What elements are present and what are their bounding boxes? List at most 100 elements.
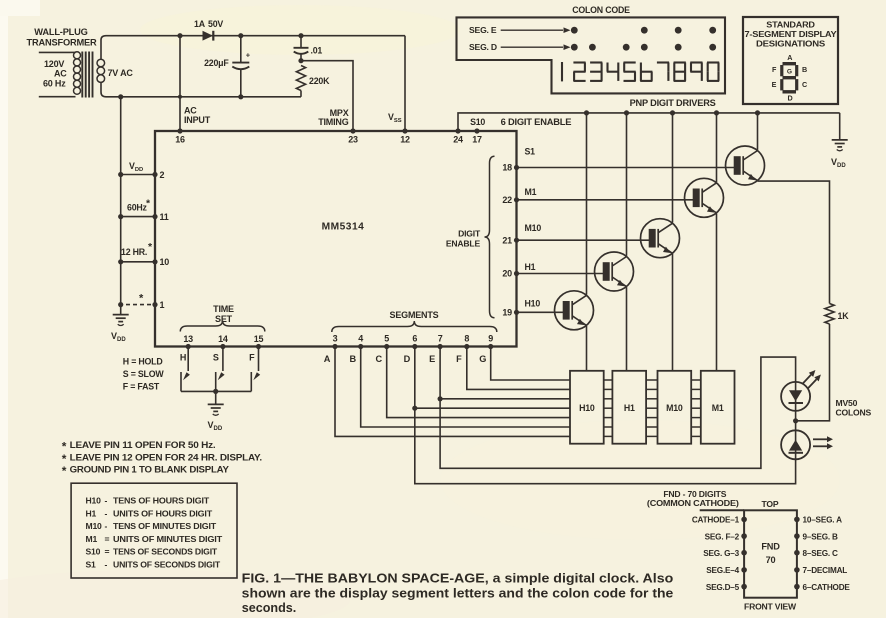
svg-text:MPX: MPX bbox=[330, 108, 349, 118]
svg-text:6–CATHODE: 6–CATHODE bbox=[803, 583, 851, 592]
svg-text:15: 15 bbox=[254, 334, 264, 344]
svg-text:A: A bbox=[324, 354, 331, 364]
svg-text:TENS OF SECONDS DIGIT: TENS OF SECONDS DIGIT bbox=[113, 547, 218, 557]
svg-text:MM5314: MM5314 bbox=[322, 222, 365, 233]
svg-text:7V AC: 7V AC bbox=[108, 68, 134, 78]
svg-text:*: * bbox=[148, 241, 153, 253]
svg-text:H = HOLD: H = HOLD bbox=[123, 357, 163, 367]
svg-text:SEG. D: SEG. D bbox=[469, 42, 497, 52]
svg-text:10: 10 bbox=[160, 257, 170, 267]
svg-text:+: + bbox=[246, 51, 251, 60]
svg-text:SEG.E–4: SEG.E–4 bbox=[706, 566, 739, 575]
svg-text:H10: H10 bbox=[579, 403, 595, 413]
svg-text:-: - bbox=[105, 508, 108, 518]
svg-text:H1: H1 bbox=[525, 262, 536, 272]
svg-text:COLONS: COLONS bbox=[836, 408, 872, 418]
svg-text:FIG. 1—THE BABYLON SPACE-AGE,: FIG. 1—THE BABYLON SPACE-AGE, a simple d… bbox=[242, 572, 674, 586]
svg-text:FND - 70 DIGITS: FND - 70 DIGITS bbox=[663, 489, 726, 499]
svg-text:=: = bbox=[105, 534, 110, 544]
svg-text:9–SEG. B: 9–SEG. B bbox=[803, 532, 839, 541]
svg-text:-: - bbox=[105, 521, 108, 531]
svg-text:70: 70 bbox=[766, 555, 776, 565]
svg-text:21: 21 bbox=[502, 235, 512, 245]
svg-text:SEG.D–5: SEG.D–5 bbox=[706, 583, 740, 592]
svg-text:(COMMON CATHODE): (COMMON CATHODE) bbox=[647, 498, 739, 508]
svg-text:16: 16 bbox=[175, 135, 185, 145]
svg-text:M10: M10 bbox=[86, 521, 103, 531]
svg-text:8: 8 bbox=[464, 334, 469, 344]
svg-text:MV50: MV50 bbox=[836, 398, 858, 408]
svg-text:STANDARD: STANDARD bbox=[766, 21, 815, 30]
svg-text:H1: H1 bbox=[624, 403, 635, 413]
svg-text:.01: .01 bbox=[311, 46, 323, 56]
svg-text:S1: S1 bbox=[86, 559, 97, 569]
svg-text:7–DECIMAL: 7–DECIMAL bbox=[803, 566, 848, 575]
svg-text:F: F bbox=[249, 353, 255, 363]
svg-text:M1: M1 bbox=[525, 187, 537, 197]
svg-text:11: 11 bbox=[160, 212, 169, 222]
svg-text:AC: AC bbox=[54, 69, 67, 79]
svg-text:LEAVE PIN 11 OPEN FOR 50 Hz.: LEAVE PIN 11 OPEN FOR 50 Hz. bbox=[70, 440, 216, 450]
svg-text:C: C bbox=[802, 80, 807, 89]
svg-text:UNITS OF SECONDS DIGIT: UNITS OF SECONDS DIGIT bbox=[113, 559, 221, 569]
svg-text:H10: H10 bbox=[525, 298, 541, 308]
svg-text:23: 23 bbox=[348, 135, 358, 145]
svg-text:S: S bbox=[213, 353, 219, 363]
svg-text:1K: 1K bbox=[838, 311, 850, 321]
svg-text:H1: H1 bbox=[86, 508, 97, 518]
svg-text:C: C bbox=[375, 354, 382, 364]
svg-text:24: 24 bbox=[453, 135, 463, 145]
svg-text:1: 1 bbox=[160, 300, 165, 310]
svg-text:FRONT VIEW: FRONT VIEW bbox=[744, 601, 797, 611]
svg-text:E: E bbox=[772, 80, 777, 89]
svg-text:SEG. E: SEG. E bbox=[469, 25, 497, 35]
svg-text:13: 13 bbox=[183, 334, 193, 344]
svg-text:4: 4 bbox=[358, 334, 363, 344]
svg-text:S = SLOW: S = SLOW bbox=[123, 369, 165, 379]
svg-text:3: 3 bbox=[333, 334, 338, 344]
svg-text:DIGIT: DIGIT bbox=[458, 229, 481, 239]
svg-text:220μF: 220μF bbox=[204, 58, 229, 68]
svg-text:FND: FND bbox=[761, 542, 780, 552]
svg-text:6 DIGIT ENABLE: 6 DIGIT ENABLE bbox=[501, 117, 572, 127]
svg-text:M10: M10 bbox=[666, 403, 683, 413]
svg-text:B: B bbox=[349, 354, 356, 364]
svg-text:SEG. F–2: SEG. F–2 bbox=[705, 532, 740, 541]
svg-text:S1: S1 bbox=[525, 146, 536, 156]
svg-text:DESIGNATIONS: DESIGNATIONS bbox=[756, 40, 826, 49]
svg-text:20: 20 bbox=[502, 269, 512, 279]
svg-text:D: D bbox=[788, 94, 793, 103]
svg-text:50V: 50V bbox=[208, 19, 223, 29]
svg-text:A: A bbox=[787, 53, 792, 62]
svg-text:TIME: TIME bbox=[213, 304, 234, 314]
svg-text:9: 9 bbox=[488, 334, 493, 344]
svg-text:UNITS OF MINUTES DIGIT: UNITS OF MINUTES DIGIT bbox=[113, 534, 223, 544]
svg-text:COLON CODE: COLON CODE bbox=[572, 5, 630, 15]
svg-text:M1: M1 bbox=[86, 534, 98, 544]
svg-text:TIMING: TIMING bbox=[318, 117, 348, 127]
svg-text:1A: 1A bbox=[194, 19, 206, 29]
svg-text:ENABLE: ENABLE bbox=[446, 239, 481, 249]
svg-text:12 HR.: 12 HR. bbox=[121, 247, 147, 257]
svg-text:TENS OF MINUTES DIGIT: TENS OF MINUTES DIGIT bbox=[113, 521, 217, 531]
svg-text:M10: M10 bbox=[525, 223, 542, 233]
svg-text:F: F bbox=[772, 65, 777, 74]
svg-text:60 Hz: 60 Hz bbox=[43, 78, 66, 88]
svg-text:INPUT: INPUT bbox=[184, 115, 211, 125]
svg-text:G: G bbox=[479, 354, 486, 364]
svg-text:8–SEG. C: 8–SEG. C bbox=[803, 549, 839, 558]
svg-text:*: * bbox=[62, 452, 67, 466]
svg-text:2: 2 bbox=[160, 170, 165, 180]
svg-text:B: B bbox=[802, 65, 807, 74]
svg-text:TENS OF HOURS DIGIT: TENS OF HOURS DIGIT bbox=[113, 496, 210, 506]
svg-text:220K: 220K bbox=[309, 76, 330, 86]
svg-text:LEAVE PIN 12 OPEN FOR 24 HR. D: LEAVE PIN 12 OPEN FOR 24 HR. DISPLAY. bbox=[70, 453, 262, 463]
svg-text:H10: H10 bbox=[86, 496, 102, 506]
svg-text:S10: S10 bbox=[86, 547, 101, 557]
svg-text:WALL-PLUG: WALL-PLUG bbox=[34, 27, 88, 37]
svg-text:D: D bbox=[404, 354, 411, 364]
svg-text:*: * bbox=[62, 440, 67, 454]
svg-text:60Hz: 60Hz bbox=[127, 203, 148, 213]
svg-text:seconds.: seconds. bbox=[242, 601, 297, 615]
svg-text:S10: S10 bbox=[470, 117, 485, 127]
